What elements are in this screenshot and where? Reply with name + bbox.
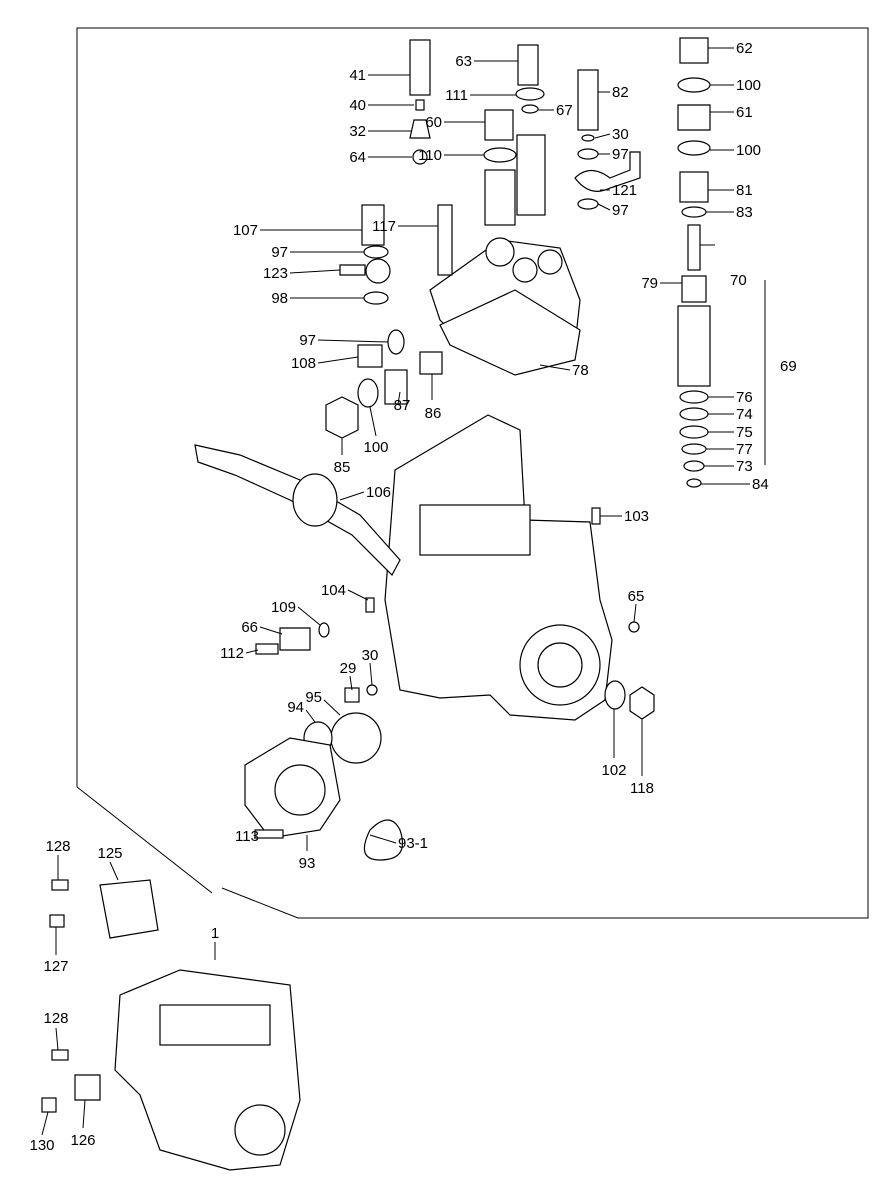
callout-128: 128 — [45, 838, 70, 855]
leader-line — [347, 589, 369, 601]
callout-84: 84 — [752, 476, 769, 493]
drive-shaft — [194, 444, 401, 576]
callout-103: 103 — [624, 508, 649, 525]
callout-97: 97 — [271, 244, 288, 261]
callout-73: 73 — [736, 458, 753, 475]
callout-93-1: 93-1 — [398, 835, 428, 852]
leader-line — [41, 1111, 49, 1136]
callout-32: 32 — [349, 123, 366, 140]
leader-line — [349, 675, 353, 691]
callout-111: 111 — [445, 87, 468, 104]
callout-61: 61 — [736, 104, 753, 121]
leader-line — [323, 699, 341, 716]
banjo-bolt-41 — [409, 39, 431, 96]
callout-108: 108 — [291, 355, 316, 372]
callout-125: 125 — [97, 845, 122, 862]
callout-117: 117 — [372, 218, 396, 235]
callout-94: 94 — [287, 699, 304, 716]
callout-70: 70 — [730, 272, 747, 289]
leader-line — [259, 626, 283, 635]
callout-126: 126 — [70, 1132, 95, 1149]
callout-85: 85 — [334, 459, 351, 476]
callout-109: 109 — [271, 599, 296, 616]
leader-line — [597, 203, 611, 211]
callout-78: 78 — [572, 362, 589, 379]
callout-30: 30 — [612, 126, 629, 143]
callout-123: 123 — [263, 265, 288, 282]
frame-outline — [76, 27, 869, 919]
callout-112: 112 — [220, 645, 244, 662]
leader-line — [594, 133, 611, 139]
callout-labels: 41 40 32 64 63 111 67 60 110 82 30 97 121 97 62 100 61 10… — [29, 40, 796, 1154]
callout-66: 66 — [241, 619, 258, 636]
callout-69: 69 — [780, 358, 797, 375]
callout-29: 29 — [340, 660, 357, 677]
leader-line — [317, 356, 359, 364]
callout-121: 121 — [612, 182, 637, 199]
leader-line — [369, 406, 377, 437]
callout-110: 110 — [418, 147, 442, 164]
callout-40: 40 — [349, 97, 366, 114]
parts-drawing — [41, 37, 711, 1171]
callout-100: 100 — [736, 142, 761, 159]
callout-93: 93 — [299, 855, 316, 872]
callout-82: 82 — [612, 84, 629, 101]
callout-63: 63 — [455, 53, 472, 70]
leader-line — [369, 834, 397, 844]
callout-97: 97 — [612, 202, 629, 219]
callout-104: 104 — [321, 582, 346, 599]
leader-line — [397, 391, 401, 405]
callout-67: 67 — [556, 102, 573, 119]
callout-97: 97 — [299, 332, 316, 349]
gasket — [439, 289, 581, 376]
callout-95: 95 — [305, 689, 322, 706]
callout-83: 83 — [736, 204, 753, 221]
callout-130: 130 — [29, 1137, 54, 1154]
callout-30: 30 — [362, 647, 379, 664]
callout-102: 102 — [601, 762, 626, 779]
leader-line — [289, 269, 341, 274]
callout-87: 87 — [394, 397, 411, 414]
callout-79: 79 — [641, 275, 658, 292]
leader-line — [305, 709, 316, 723]
leader-line — [633, 603, 637, 623]
callout-86: 86 — [425, 405, 442, 422]
leader-line — [55, 1027, 59, 1051]
callout-118: 118 — [630, 780, 654, 797]
leader-line — [109, 861, 119, 881]
callout-100: 100 — [363, 439, 388, 456]
leader-line — [82, 1099, 86, 1129]
leader-line — [339, 491, 365, 501]
callout-100: 100 — [736, 77, 761, 94]
callout-107: 107 — [233, 222, 258, 239]
callout-74: 74 — [736, 406, 753, 423]
callout-1: 1 — [211, 925, 219, 942]
leader-line — [245, 649, 259, 654]
callout-76: 76 — [736, 389, 753, 406]
callout-77: 77 — [736, 441, 753, 458]
callout-75: 75 — [736, 424, 753, 441]
callout-97: 97 — [612, 146, 629, 163]
leader-line — [317, 339, 389, 343]
callout-65: 65 — [628, 588, 645, 605]
callout-113: 113 — [235, 828, 259, 845]
leader-line — [297, 606, 321, 626]
callout-98: 98 — [271, 290, 288, 307]
callout-60: 60 — [425, 114, 442, 131]
callout-127: 127 — [43, 958, 68, 975]
callout-62: 62 — [736, 40, 753, 57]
callout-81: 81 — [736, 182, 753, 199]
leader-line — [369, 662, 373, 686]
callout-64: 64 — [349, 149, 366, 166]
callout-128: 128 — [43, 1010, 68, 1027]
callout-41: 41 — [349, 67, 366, 84]
leader-line — [539, 364, 571, 371]
callout-106: 106 — [366, 484, 391, 501]
